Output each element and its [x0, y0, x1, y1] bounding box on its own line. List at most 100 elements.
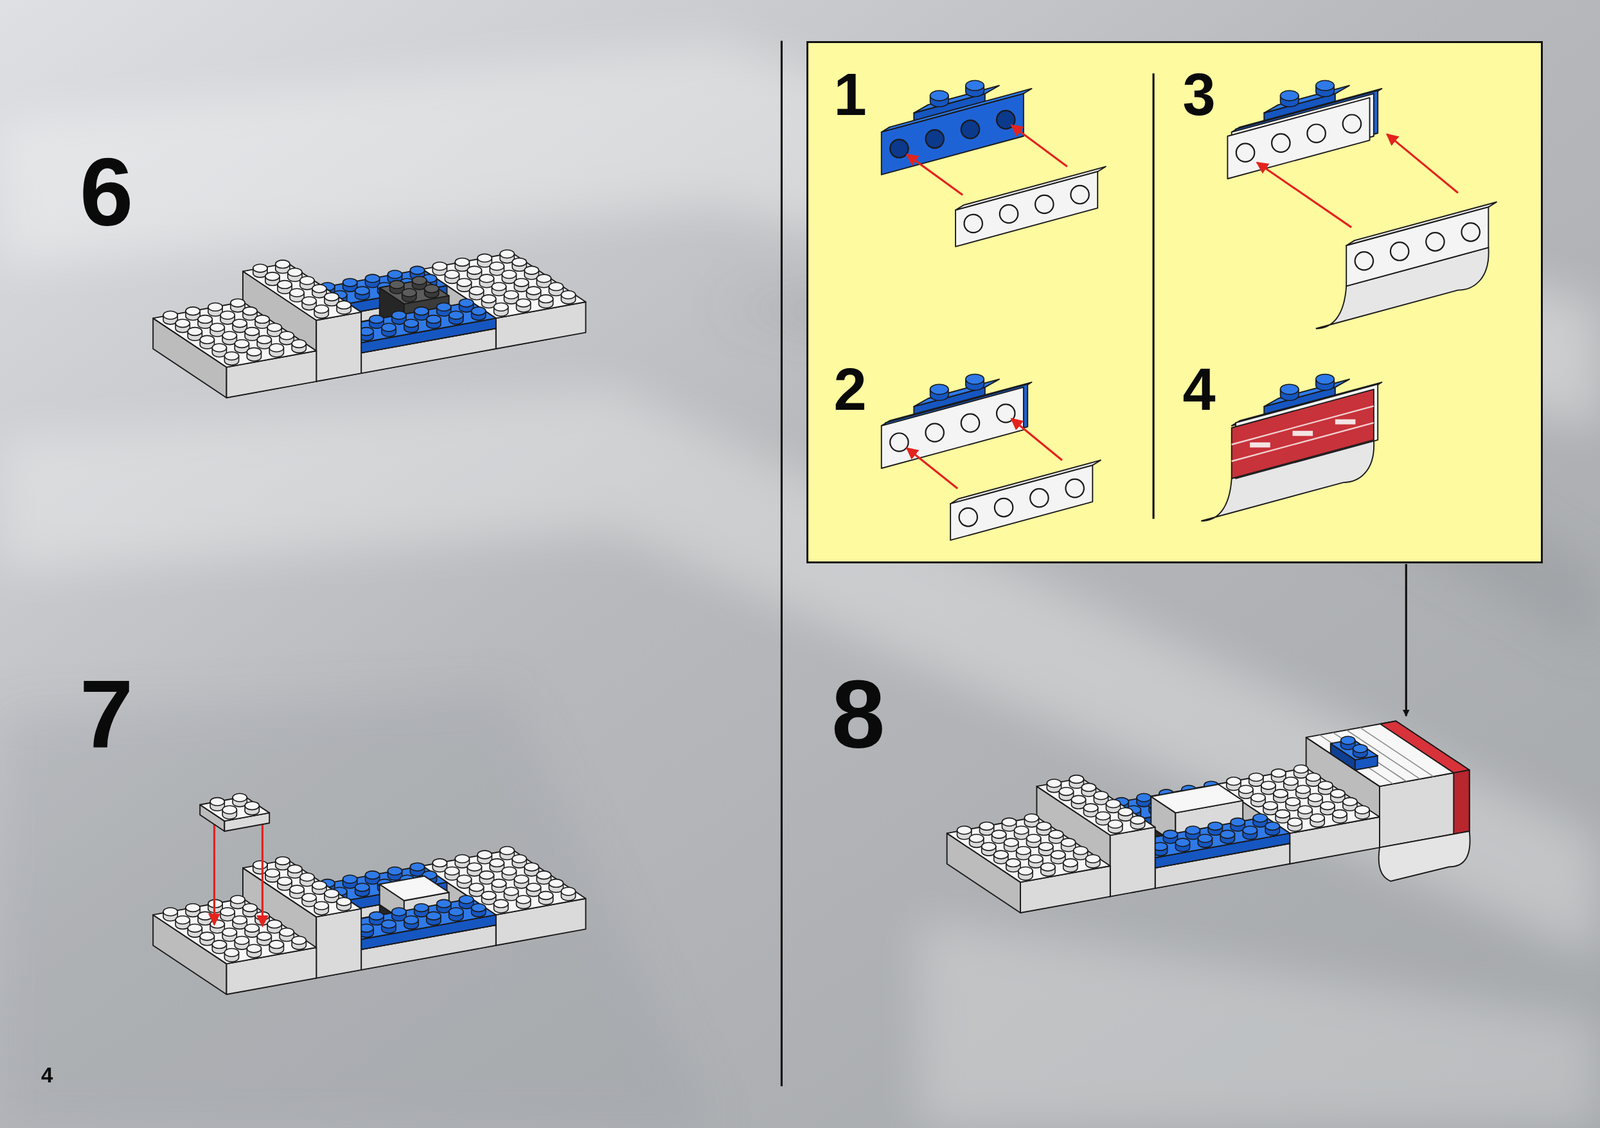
stud-top — [454, 854, 470, 863]
stud-top — [175, 319, 190, 328]
stud-top — [197, 315, 213, 324]
hole — [1342, 114, 1361, 133]
stud-top — [526, 883, 541, 892]
stud-top — [253, 861, 268, 870]
callout-arrow — [1405, 564, 1408, 717]
stud-top — [1006, 859, 1021, 868]
stud-top — [343, 875, 358, 884]
stripe-line — [1231, 406, 1374, 445]
brick-top-face — [379, 876, 450, 901]
stud-top — [300, 276, 315, 285]
stud-top — [1028, 854, 1043, 863]
substep-2-parts — [880, 373, 1101, 541]
stud-top — [210, 798, 225, 807]
stud-top — [1018, 867, 1033, 876]
stud-top — [314, 902, 329, 911]
stud-top — [253, 264, 268, 273]
stud-top — [1271, 769, 1286, 778]
stud-top — [432, 262, 447, 271]
stud-top — [324, 293, 339, 302]
stud-top — [267, 920, 282, 929]
stud-top — [1306, 773, 1321, 782]
bracket-face — [880, 93, 1023, 175]
stud-top — [1280, 90, 1298, 101]
stud-top — [436, 899, 452, 908]
hole — [1035, 194, 1054, 213]
stud-top — [1226, 777, 1241, 786]
callout-box: 1234 — [806, 41, 1544, 564]
stud-top — [1073, 846, 1088, 856]
stud-top — [489, 262, 504, 271]
stud-top — [489, 859, 504, 868]
stud-top — [1238, 785, 1254, 795]
stud-top — [467, 266, 482, 275]
stud-top — [499, 249, 515, 259]
stud-top — [471, 904, 486, 913]
hole — [889, 433, 908, 452]
stud-top — [220, 907, 235, 917]
stud-top — [414, 307, 429, 316]
tile-1x4 — [1346, 206, 1489, 286]
stud-top — [1108, 820, 1123, 829]
stud-top — [1265, 822, 1280, 831]
stud-top — [449, 907, 464, 917]
stud-top — [1330, 789, 1345, 799]
stud-top — [929, 384, 948, 395]
stud-top — [265, 272, 280, 281]
stud-top — [275, 857, 290, 866]
stud-top — [185, 307, 200, 316]
stud-top — [291, 936, 306, 946]
stud-top — [185, 904, 200, 913]
stud-top — [1163, 830, 1178, 839]
background-streaks — [0, 41, 1600, 1128]
stud-top — [1342, 798, 1358, 807]
hole — [1070, 185, 1089, 204]
stud-top — [1315, 80, 1334, 91]
stud-top — [1001, 817, 1016, 827]
stud-top — [242, 307, 258, 316]
model-step-8 — [947, 721, 1471, 914]
stud-top — [1249, 773, 1264, 782]
rear-round — [1378, 831, 1471, 882]
stud-top — [199, 932, 214, 941]
substep-1-parts — [880, 80, 1106, 247]
hole — [1065, 478, 1084, 497]
stud-top — [1083, 803, 1098, 813]
stud-top — [1341, 736, 1356, 745]
stud-top — [501, 867, 516, 876]
stud-top — [300, 873, 315, 882]
stud-top — [524, 862, 539, 872]
stud-top — [232, 319, 247, 328]
stud-top — [404, 916, 419, 925]
stud-top — [1273, 789, 1288, 799]
stud-top — [469, 883, 484, 892]
brick — [1150, 784, 1243, 844]
stud-top — [1046, 779, 1061, 788]
stud-top — [277, 877, 292, 886]
stud-top — [289, 885, 304, 894]
stud-top — [412, 276, 427, 285]
brick — [152, 298, 317, 398]
step-number: 8 — [831, 666, 885, 763]
stud-top — [255, 315, 270, 324]
stud-top — [222, 928, 237, 937]
stud-top — [1039, 842, 1054, 851]
stud-top — [343, 278, 358, 287]
stud-top — [965, 373, 984, 385]
stud-top — [409, 266, 425, 275]
stud-top — [1310, 814, 1325, 823]
brick-top-face — [152, 898, 317, 965]
stud-top — [1024, 814, 1039, 823]
hole — [1461, 222, 1480, 241]
brick — [947, 814, 1111, 914]
stud-top — [444, 270, 459, 279]
stud-top — [1048, 830, 1063, 839]
stud-top — [1332, 810, 1347, 819]
hole — [958, 507, 977, 526]
stud-top — [289, 288, 304, 297]
stud-top — [369, 315, 384, 324]
stud-top — [355, 286, 370, 295]
stud-top — [477, 253, 492, 263]
stud-top — [222, 331, 237, 340]
tile-on-bracket — [880, 386, 1023, 468]
